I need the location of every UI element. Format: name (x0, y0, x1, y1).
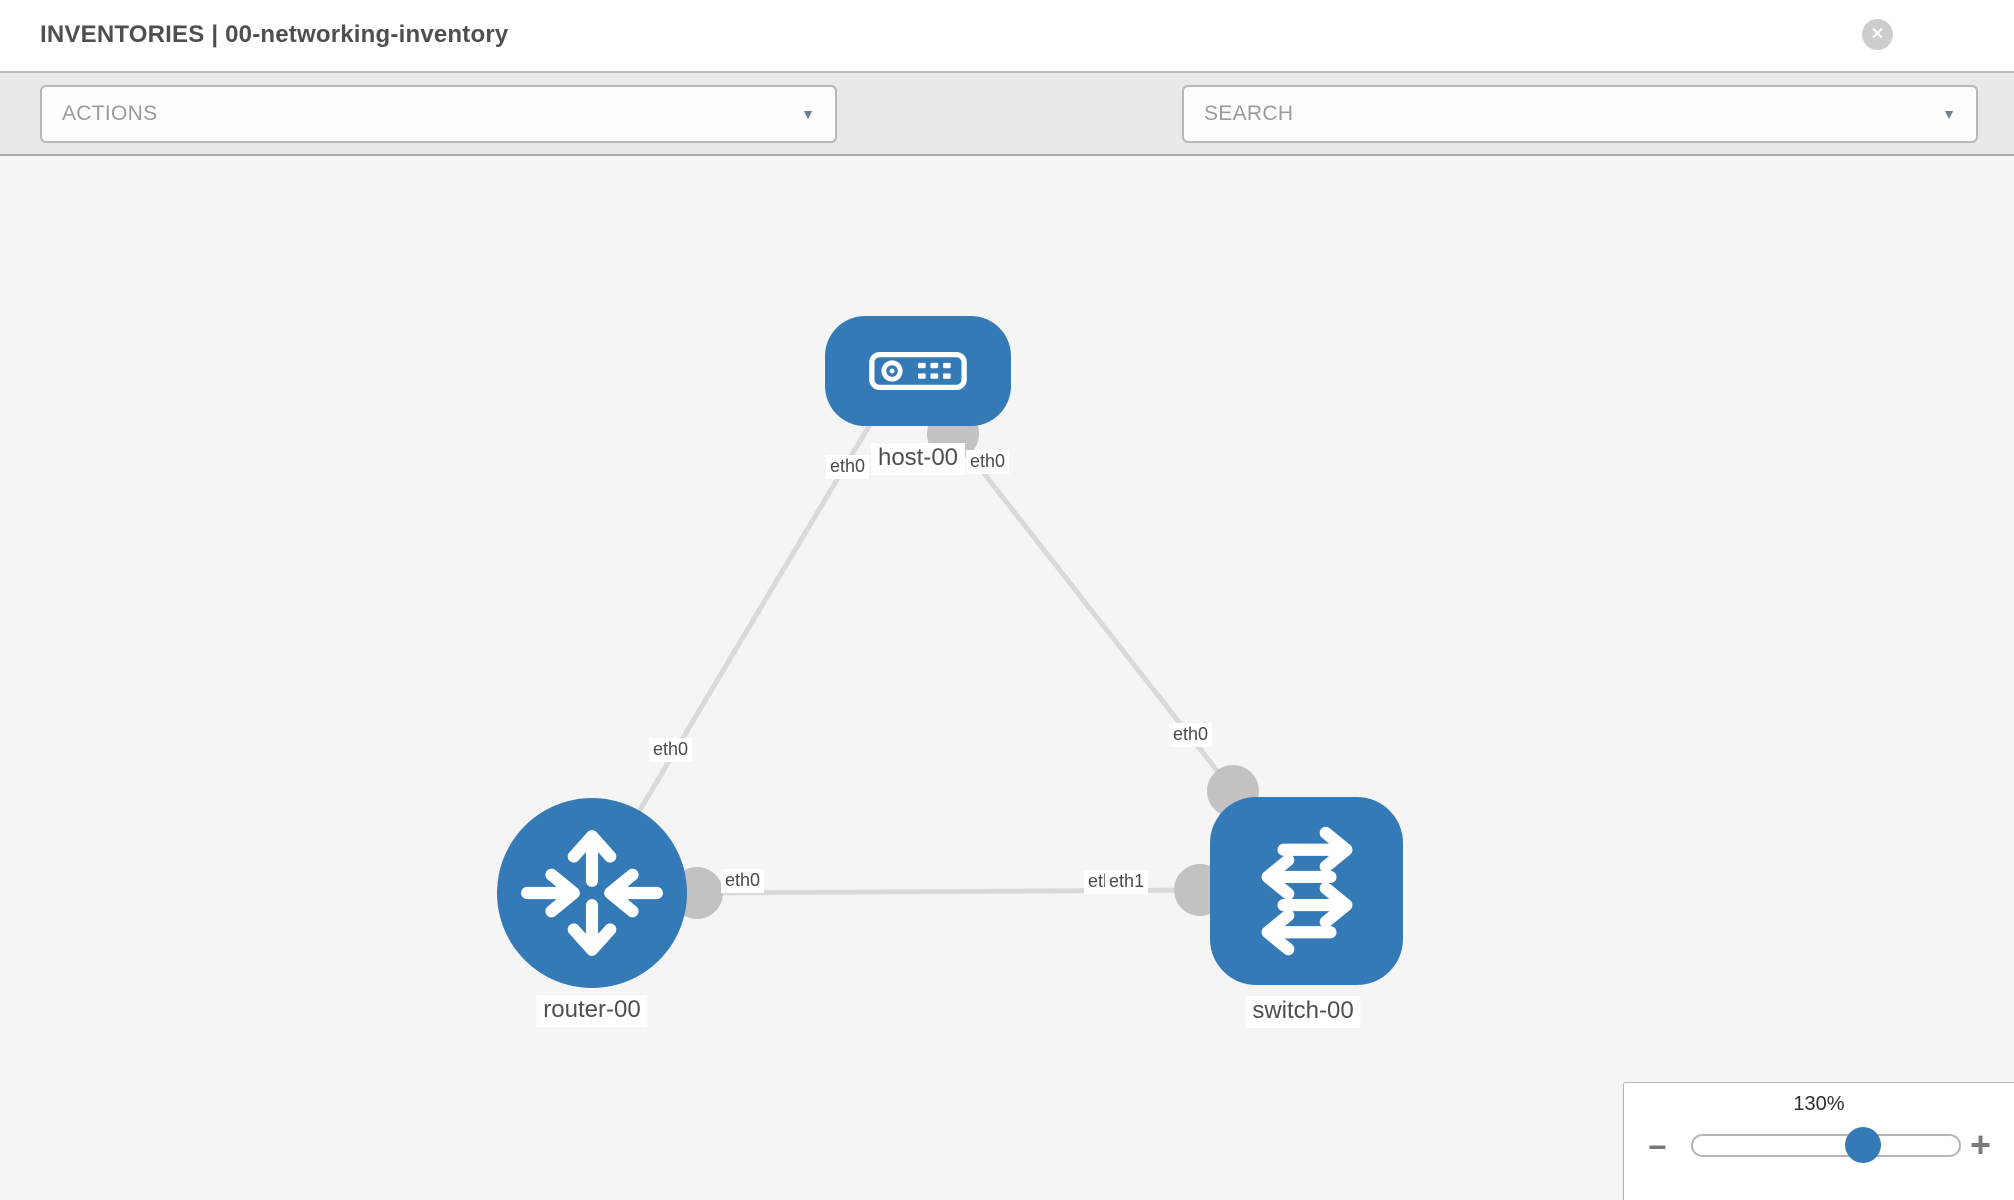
switch-icon (1261, 826, 1352, 956)
node-label-switch: switch-00 (1245, 996, 1361, 1028)
iface-label-switch-eth1-overlap: eth1eth1 (1084, 870, 1149, 894)
zoom-level-value: 130% (1793, 1093, 1845, 1115)
actions-dropdown-label: ACTIONS (62, 102, 158, 125)
topology-canvas[interactable]: host-00 router-00 switch-00 eth0 eth0 et… (0, 156, 2014, 1200)
node-host-00[interactable] (825, 316, 1011, 426)
chevron-down-icon: ▼ (1942, 106, 1956, 122)
search-dropdown[interactable]: SEARCH ▼ (1182, 85, 1978, 143)
node-label-router: router-00 (536, 995, 648, 1027)
plus-icon: + (1970, 1124, 1992, 1165)
topology-edges (588, 419, 1235, 896)
close-icon: ✕ (1870, 25, 1885, 43)
node-switch-00[interactable] (1210, 797, 1403, 985)
zoom-out-button[interactable]: − (1648, 1131, 1667, 1163)
zoom-slider-handle[interactable] (1845, 1127, 1882, 1163)
close-button[interactable]: ✕ (1862, 19, 1893, 50)
router-icon (521, 830, 663, 956)
actions-dropdown[interactable]: ACTIONS ▼ (40, 85, 837, 143)
iface-label-router-eth0-to-host: eth0 (649, 738, 693, 762)
iface-label-switch-eth1-front: eth1 (1105, 870, 1149, 894)
node-router-00[interactable] (497, 798, 687, 988)
iface-label-host-eth0-to-switch: eth0 (966, 450, 1010, 474)
chevron-down-icon: ▼ (801, 106, 815, 122)
node-label-host: host-00 (870, 443, 966, 475)
iface-label-switch-eth0-to-host: eth0 (1169, 723, 1213, 747)
zoom-panel: 130% − + (1623, 1082, 2014, 1200)
page-title: INVENTORIES | 00-networking-inventory (40, 21, 509, 48)
zoom-slider-track[interactable] (1691, 1127, 1961, 1163)
iface-label-router-eth0-to-switch: eth0 (721, 869, 765, 893)
minus-icon: − (1648, 1129, 1667, 1165)
zoom-in-button[interactable]: + (1970, 1127, 1991, 1163)
host-icon (869, 352, 967, 390)
iface-label-host-eth0-to-router: eth0 (826, 455, 870, 479)
header: INVENTORIES | 00-networking-inventory ✕ (0, 0, 2014, 71)
toolbar: ACTIONS ▼ SEARCH ▼ (0, 71, 2014, 203)
search-dropdown-label: SEARCH (1204, 102, 1294, 125)
